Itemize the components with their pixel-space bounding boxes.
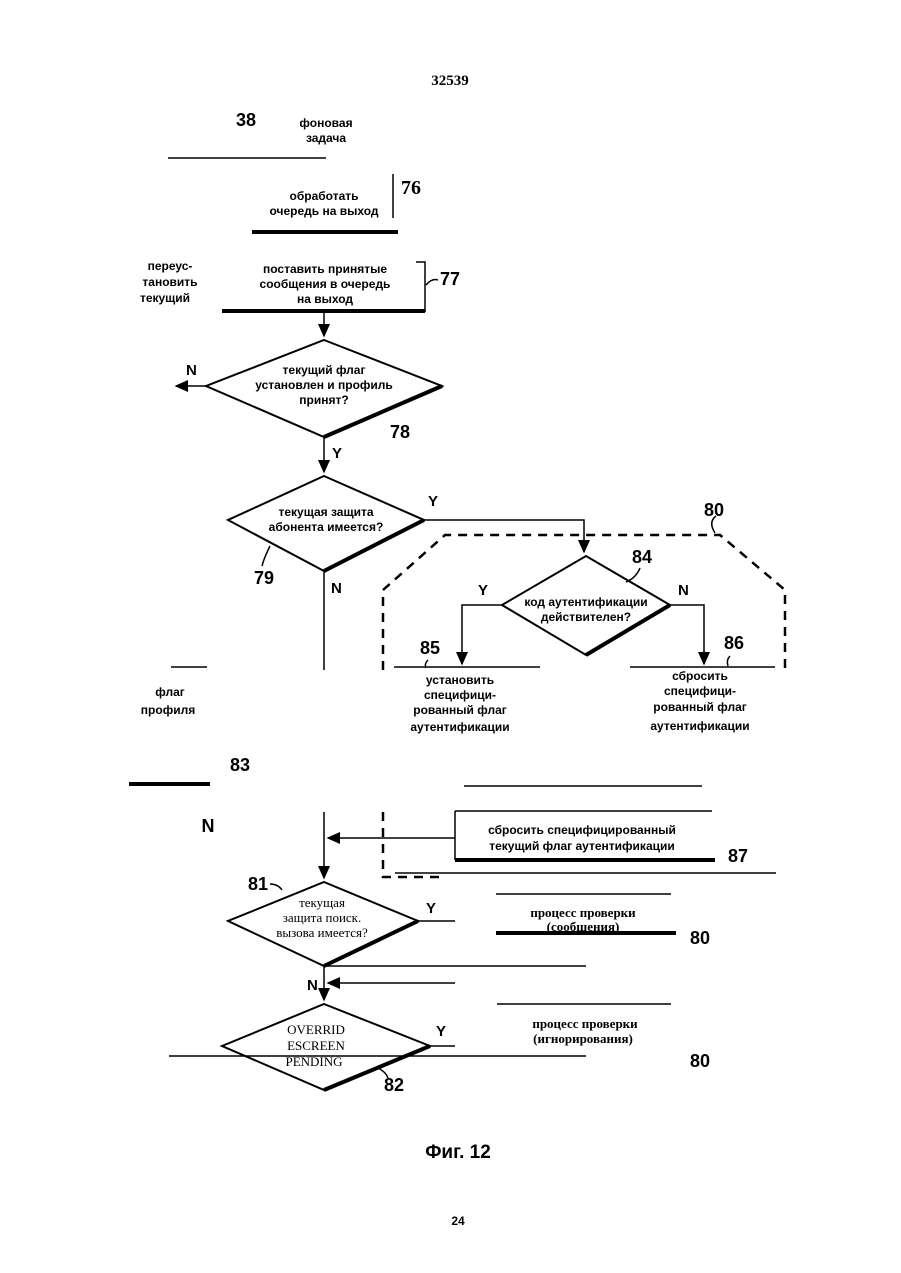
reset-current-line3: текущий bbox=[140, 291, 190, 305]
ref-81: 81 bbox=[248, 874, 268, 894]
clear-current-line1: сбросить специфицированный bbox=[488, 823, 676, 837]
ref-85: 85 bbox=[420, 638, 440, 658]
clear-flag-line3: рованный флаг bbox=[653, 700, 747, 714]
label-79-yes: Y bbox=[428, 493, 438, 510]
ref-82: 82 bbox=[384, 1075, 404, 1095]
ref-83: 83 bbox=[230, 755, 250, 775]
set-flag-line1: установить bbox=[426, 673, 494, 687]
decision-84-line1: код аутентификации bbox=[524, 595, 647, 609]
decision-81-line2: защита поиск. bbox=[283, 910, 361, 925]
clear-current-line2: текущий флаг аутентификации bbox=[489, 839, 675, 853]
process-queue-line2: очередь на выход bbox=[269, 204, 378, 218]
label-84-yes: Y bbox=[478, 582, 488, 599]
label-84-no: N bbox=[678, 582, 689, 599]
arrow-84-no-86 bbox=[670, 605, 704, 664]
queue-received-line1: поставить принятые bbox=[263, 262, 387, 276]
decision-78-line3: принят? bbox=[299, 393, 348, 407]
ref-84: 84 bbox=[632, 547, 652, 567]
doc-number: 32539 bbox=[431, 73, 469, 89]
queue-received-line2: сообщения в очередь bbox=[260, 277, 391, 291]
background-task-line1: фоновая bbox=[299, 116, 352, 130]
override-line1: OVERRID bbox=[287, 1022, 345, 1037]
clear-flag-line4: аутентификации bbox=[650, 719, 749, 733]
queue-received-line3: на выход bbox=[297, 292, 353, 306]
leader-86 bbox=[727, 656, 730, 666]
page-number: 24 bbox=[451, 1214, 465, 1228]
background-task-line2: задача bbox=[306, 131, 346, 145]
label-79-no: N bbox=[331, 580, 342, 597]
ref-80b: 80 bbox=[690, 928, 710, 948]
clear-flag-line1: сбросить bbox=[672, 669, 728, 683]
clear-flag-line2: специфици- bbox=[664, 684, 736, 698]
leader-77 bbox=[426, 280, 438, 285]
ref-86: 86 bbox=[724, 633, 744, 653]
label-78-no: N bbox=[186, 362, 197, 379]
ref-79: 79 bbox=[254, 568, 274, 588]
label-n-left: N bbox=[202, 816, 215, 836]
decision-81-line3: вызова имеется? bbox=[276, 925, 368, 940]
check-ignore-line2: (игнорирования) bbox=[533, 1031, 633, 1046]
label-82-yes: Y bbox=[436, 1023, 446, 1040]
ref-80c: 80 bbox=[690, 1051, 710, 1071]
set-flag-line4: аутентификации bbox=[410, 720, 509, 734]
decision-84-line2: действителен? bbox=[541, 610, 631, 624]
label-78-yes: Y bbox=[332, 445, 342, 462]
decision-78-line1: текущий флаг bbox=[283, 363, 366, 377]
decision-78-line2: установлен и профиль bbox=[255, 378, 393, 392]
box-77-right bbox=[416, 262, 425, 312]
leader-79 bbox=[262, 546, 270, 566]
decision-79-line2: абонента имеется? bbox=[269, 520, 384, 534]
reset-current-line1: переус- bbox=[148, 259, 193, 273]
decision-79-line1: текущая защита bbox=[278, 505, 373, 519]
ref-87: 87 bbox=[728, 846, 748, 866]
set-flag-line3: рованный флаг bbox=[413, 703, 507, 717]
ref-77: 77 bbox=[440, 269, 460, 289]
check-message-line1: процесс проверки bbox=[530, 905, 636, 920]
ref-78: 78 bbox=[390, 422, 410, 442]
process-queue-line1: обработать bbox=[290, 189, 359, 203]
profile-flag-line2: профиля bbox=[141, 703, 195, 717]
override-line2: ESCREEN bbox=[287, 1038, 345, 1053]
ref-38: 38 bbox=[236, 110, 256, 130]
label-81-no: N bbox=[307, 977, 318, 994]
check-ignore-line1: процесс проверки bbox=[532, 1016, 638, 1031]
set-flag-line2: специфици- bbox=[424, 688, 496, 702]
profile-flag-line1: флаг bbox=[155, 685, 185, 699]
figure-caption: Фиг. 12 bbox=[425, 1142, 491, 1163]
reset-current-line2: тановить bbox=[142, 275, 197, 289]
ref-76: 76 bbox=[401, 177, 421, 199]
leader-81 bbox=[270, 884, 282, 890]
arrow-84-yes-85 bbox=[462, 605, 502, 664]
dashed-region-80-bottom bbox=[383, 812, 440, 877]
label-81-yes: Y bbox=[426, 900, 436, 917]
decision-81-line1: текущая bbox=[299, 895, 345, 910]
ref-80: 80 bbox=[704, 500, 724, 520]
